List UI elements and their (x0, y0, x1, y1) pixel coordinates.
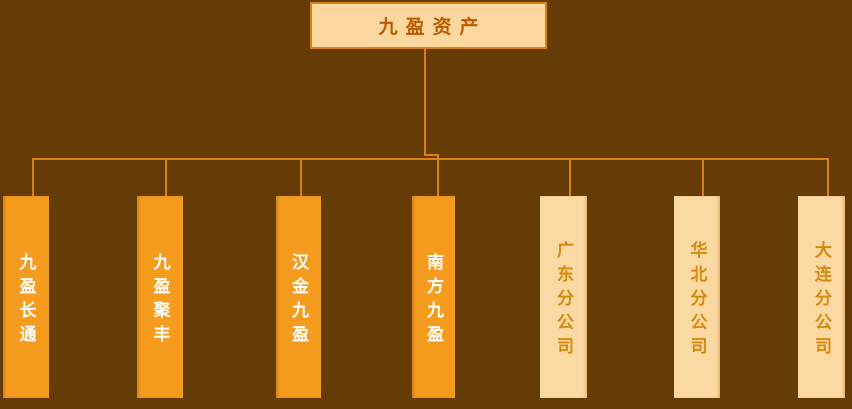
org-node-label: 广东分公司 (554, 240, 573, 361)
connector-drop-3 (300, 158, 302, 196)
connector-drop-2 (165, 158, 167, 196)
org-node-label: 华北分公司 (687, 240, 707, 361)
org-node-label: 九盈聚丰 (150, 252, 170, 349)
connector-drop-6 (702, 158, 704, 196)
connector-horizontal-rail (32, 158, 829, 160)
connector-drop-5 (569, 158, 571, 196)
connector-trunk-stub (424, 154, 439, 156)
connector-drop-4 (437, 154, 439, 196)
org-node-label: 大连分公司 (812, 240, 831, 361)
connector-drop-1 (32, 158, 34, 196)
connector-trunk (424, 49, 426, 156)
org-node-guangdong-branch: 广东分公司 (540, 196, 587, 398)
org-root-node: 九盈资产 (310, 2, 547, 49)
org-node-dalian-branch: 大连分公司 (798, 196, 845, 398)
org-node-jiuying-changtong: 九盈长通 (3, 196, 49, 398)
org-node-label: 南方九盈 (424, 252, 443, 349)
connector-drop-7 (827, 158, 829, 196)
org-node-label: 汉金九盈 (289, 252, 308, 349)
org-node-hanjin-jiuying: 汉金九盈 (276, 196, 321, 398)
org-node-nanfang-jiuying: 南方九盈 (412, 196, 455, 398)
org-root-label: 九盈资产 (378, 17, 487, 38)
org-node-huabei-branch: 华北分公司 (674, 196, 720, 398)
org-node-jiuying-jufeng: 九盈聚丰 (137, 196, 183, 398)
org-node-label: 九盈长通 (16, 252, 36, 349)
